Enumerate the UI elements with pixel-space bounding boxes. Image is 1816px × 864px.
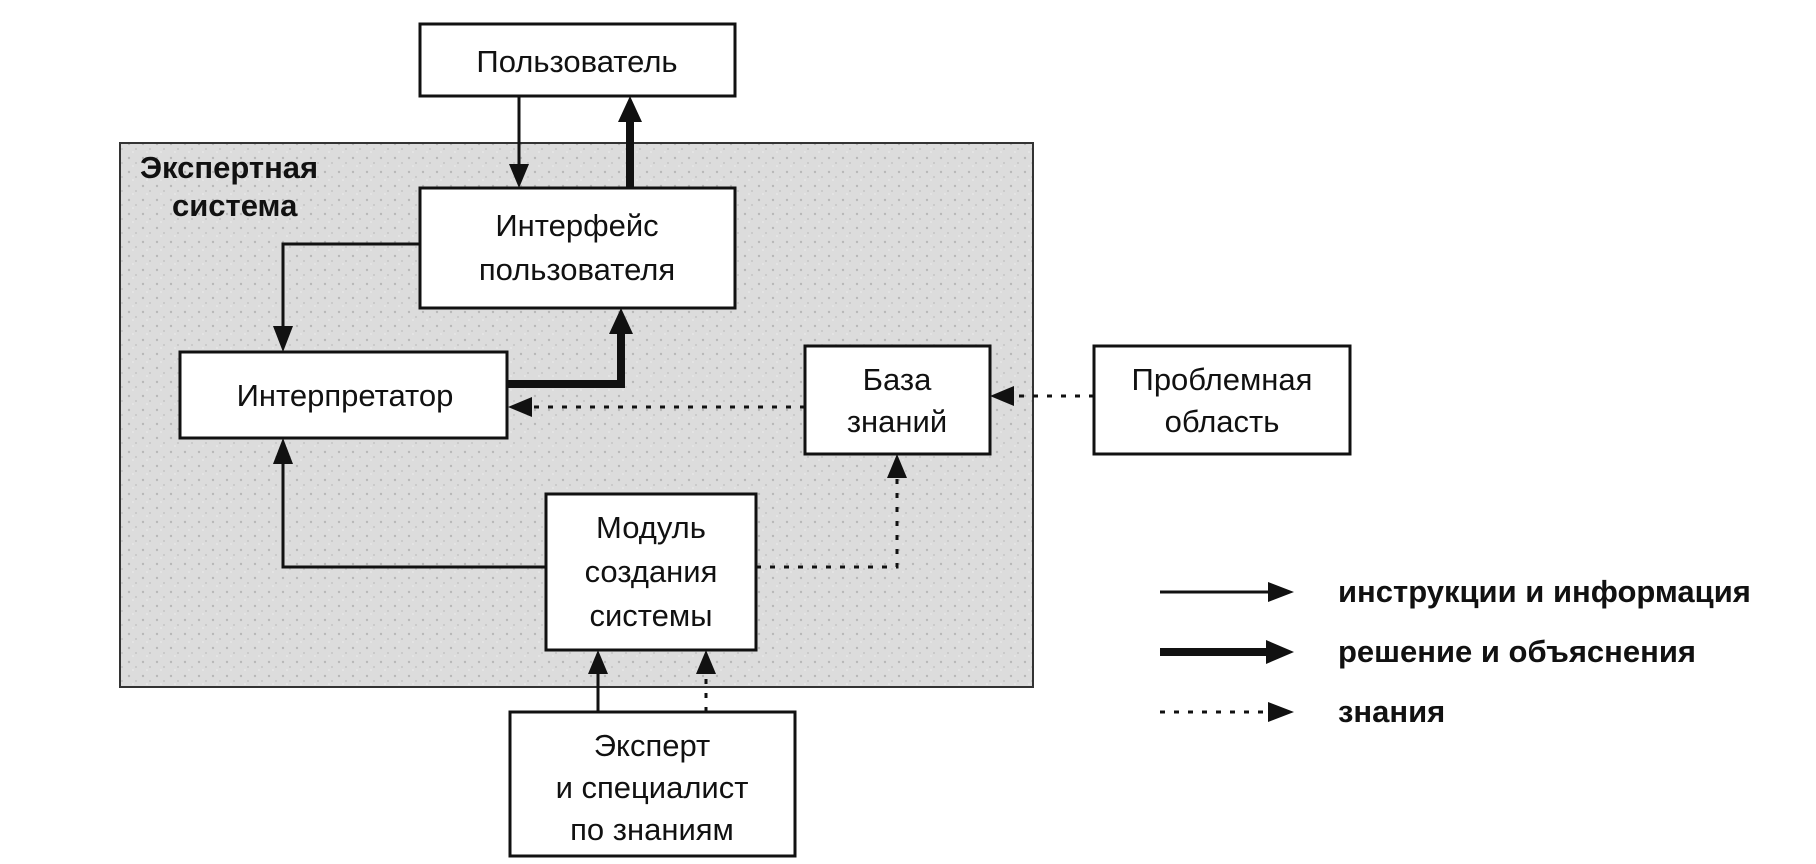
- arrowhead-icon: [1268, 582, 1294, 602]
- arrowhead-icon: [990, 386, 1014, 406]
- builder-module-box: Модуль создания системы: [544, 492, 758, 652]
- system-label-line-1: Экспертная: [140, 150, 318, 185]
- arrow-builder-to-interpreter: [281, 462, 546, 569]
- legend-label-knowledge: знания: [1338, 694, 1445, 729]
- arrowhead-icon: [609, 308, 633, 334]
- user-label: Пользователь: [476, 44, 677, 79]
- arrowhead-icon: [1268, 702, 1294, 722]
- builder-module-label-3: системы: [589, 598, 712, 633]
- arrowhead-icon: [508, 397, 532, 417]
- knowledge-base-box: База знаний: [803, 344, 992, 456]
- legend-label-instructions: инструкции и информация: [1338, 574, 1751, 609]
- arrowhead-icon: [618, 96, 642, 122]
- expert-label-2: и специалист: [556, 770, 749, 805]
- problem-domain-box: Проблемная область: [1092, 344, 1352, 456]
- legend-label-solutions: решение и объяснения: [1338, 634, 1696, 669]
- legend-item-knowledge: знания: [1160, 694, 1445, 729]
- expert-label-1: Эксперт: [594, 728, 710, 763]
- legend-item-instructions: инструкции и информация: [1160, 574, 1751, 609]
- builder-module-label-2: создания: [585, 554, 718, 589]
- arrowhead-icon: [696, 650, 716, 674]
- knowledge-base-label-2: знаний: [847, 404, 947, 439]
- legend: инструкции и информация решение и объясн…: [1160, 574, 1751, 729]
- interpreter-box: Интерпретатор: [178, 350, 509, 440]
- user-interface-label-2: пользователя: [479, 252, 675, 287]
- arrowhead-icon: [273, 326, 293, 352]
- arrowhead-icon: [887, 454, 907, 478]
- arrowhead-icon: [273, 438, 293, 464]
- legend-item-solutions: решение и объяснения: [1160, 634, 1696, 669]
- arrow-builder-to-kb: [756, 476, 899, 569]
- problem-domain-label-2: область: [1165, 404, 1280, 439]
- knowledge-base-label-1: База: [863, 362, 932, 397]
- arrow-interface-to-interpreter: [281, 242, 420, 330]
- arrowhead-icon: [588, 650, 608, 674]
- arrow-interpreter-to-interface: [507, 332, 625, 388]
- interpreter-label: Интерпретатор: [237, 378, 454, 413]
- system-label-line-2: система: [172, 188, 298, 223]
- user-interface-label-1: Интерфейс: [495, 208, 658, 243]
- problem-domain-label-1: Проблемная: [1132, 362, 1313, 397]
- user-interface-box: Интерфейс пользователя: [418, 186, 737, 310]
- expert-label-3: по знаниям: [570, 812, 734, 847]
- arrowhead-icon: [1266, 640, 1294, 664]
- builder-module-label-1: Модуль: [596, 510, 706, 545]
- expert-system-label: Экспертная система: [140, 150, 327, 223]
- user-box: Пользователь: [418, 22, 737, 98]
- expert-box: Эксперт и специалист по знаниям: [508, 710, 797, 858]
- arrowhead-icon: [509, 164, 529, 188]
